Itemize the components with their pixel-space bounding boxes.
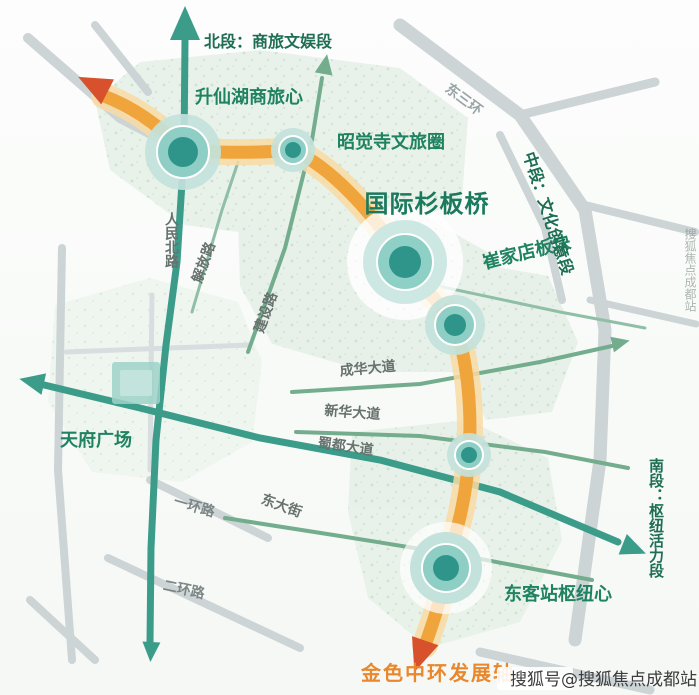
label-tianfu-square: 天府广场	[60, 429, 132, 451]
label-road-dongdajie: 东大街	[259, 491, 304, 521]
road-east-third-ring	[393, 18, 612, 647]
green-road-network	[190, 54, 647, 582]
road-gray-tianfu-h	[63, 342, 253, 355]
corridor-end-arrow-icon	[411, 636, 439, 672]
label-node-dongkezhan: 东客站枢纽心	[504, 583, 612, 605]
label-road-first-ring: 一环路	[172, 493, 218, 521]
road-gray-branch-e1	[581, 201, 699, 236]
jianshe-arrow-icon	[314, 54, 333, 76]
road-gray-nw2	[91, 21, 152, 96]
label-road-chenghua: 成华大道	[339, 358, 396, 380]
edge-watermark-text: 搜狐焦点成都站	[683, 227, 697, 312]
shudu-se-arrow-icon	[618, 534, 646, 555]
node-cuijiadian	[425, 295, 485, 355]
road-second-ring	[104, 554, 304, 652]
label-road-renmin-north: 人民北路	[163, 211, 179, 268]
label-segment-south: 南段：枢纽活力段	[647, 457, 665, 579]
road-chenghua	[290, 344, 614, 394]
region-east	[452, 262, 578, 420]
label-road-jiefang: 解放路	[189, 239, 220, 285]
road-gray-branch-e2	[586, 296, 699, 328]
watermark-pill	[497, 667, 573, 690]
node-shengxianhu	[145, 114, 221, 190]
road-mid-segment	[496, 131, 566, 304]
label-golden-axis: 金色中环发展轴	[360, 661, 515, 685]
tianfu-square-marker	[112, 362, 160, 404]
chenghua-arrow-icon	[610, 336, 630, 353]
north-axis-arrow-icon	[170, 6, 200, 40]
label-node-zhaojuesi: 昭觉寺文旅圈	[337, 131, 445, 153]
gray-road-network	[23, 18, 699, 695]
corridor-start-arrow-icon	[78, 76, 114, 105]
node-shanbanqiao	[347, 204, 463, 320]
road-gray-west-vertical	[53, 244, 76, 664]
label-segment-north: 北段：商旅文娱段	[204, 32, 333, 51]
label-node-shanbanqiao: 国际杉板桥	[365, 190, 490, 218]
south-axis-arrow-icon	[142, 641, 161, 662]
watermark-text: 搜狐号@搜狐焦点成都站	[510, 670, 697, 690]
road-gray-sw	[26, 596, 99, 664]
label-node-shengxianhu: 升仙湖商旅心	[195, 86, 303, 108]
road-first-ring	[146, 476, 272, 542]
road-dongdajie	[223, 516, 594, 582]
road-jianshe	[246, 76, 324, 354]
node-zhaojuesi	[271, 128, 315, 172]
node-dongkezhan	[400, 522, 492, 614]
road-gray-branch-ne	[515, 77, 660, 120]
node-mid-south	[447, 433, 491, 477]
road-east-link	[436, 284, 647, 330]
label-road-second-ring: 二环路	[162, 577, 208, 603]
road-jiefang	[190, 160, 240, 314]
label-road-xinhua: 新华大道	[324, 402, 381, 423]
shudu-nw-arrow-icon	[19, 373, 47, 395]
